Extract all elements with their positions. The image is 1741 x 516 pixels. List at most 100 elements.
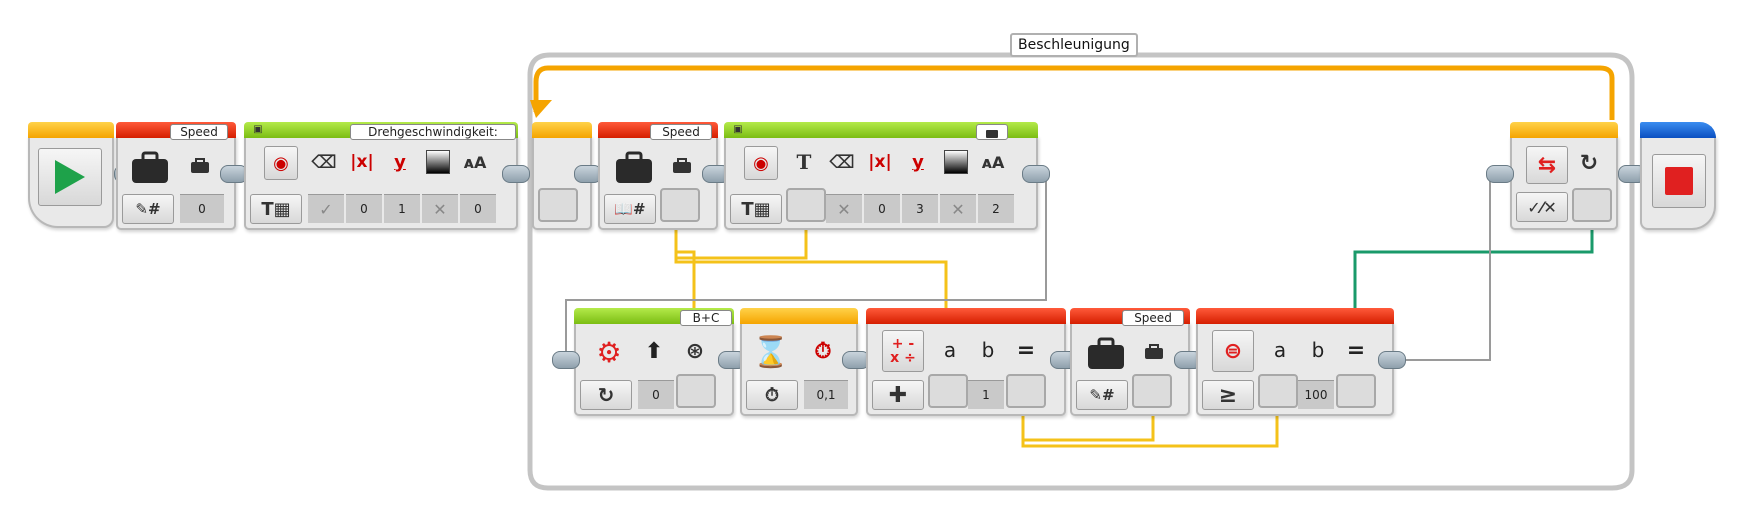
eraser-icon: ⌫ — [311, 151, 337, 173]
sequence-plug-in[interactable] — [552, 351, 580, 369]
mode-selector-add[interactable]: ✚ — [872, 380, 924, 410]
compare-icon[interactable]: ⊜ — [1212, 330, 1254, 372]
text-icon: T — [796, 150, 812, 174]
mode-selector[interactable]: ⏱ — [746, 380, 798, 410]
font-size-icon: ᴀA — [463, 152, 487, 172]
value-input[interactable]: 0 — [180, 194, 224, 223]
briefcase-icon — [130, 150, 170, 186]
steering-input[interactable]: 0 — [638, 380, 674, 409]
motor-ports[interactable]: B+C — [680, 310, 732, 326]
briefcase-icon — [614, 150, 654, 186]
display-block-1[interactable]: ▣ Drehgeschwindigkeit: ◉ ⌫ |x| y ᴀA T▦ ✓… — [244, 122, 530, 230]
briefcase-icon — [1086, 336, 1126, 372]
color-input[interactable]: ✕ — [422, 194, 458, 223]
start-block[interactable] — [28, 122, 142, 228]
mode-selector[interactable]: 📖# — [604, 194, 656, 224]
y-coordinate-icon: y — [912, 151, 924, 173]
logic-mode-selector[interactable]: ✓⁄✕ — [1516, 192, 1568, 222]
font-size-icon: ᴀA — [981, 152, 1005, 172]
sequence-plug-in[interactable] — [1486, 165, 1514, 183]
rotation-icon: ⊛ — [685, 338, 705, 364]
display-port-icon: ▣ — [733, 123, 743, 135]
loop-label[interactable]: Beschleunigung — [1010, 33, 1138, 57]
hourglass-icon: ⌛ — [752, 334, 790, 370]
display-block-2[interactable]: ▣ ◉ T ⌫ |x| y ᴀA T▦ ✕ 0 3 ✕ 2 — [724, 122, 1050, 230]
input-b-label: b — [1311, 338, 1325, 362]
mode-selector[interactable]: ✎# — [122, 194, 174, 224]
variable-block-speed-2[interactable]: Speed 📖# — [598, 122, 730, 230]
variable-name[interactable]: Speed — [170, 124, 228, 140]
input-b-label: b — [981, 338, 995, 362]
sequence-plug-out[interactable] — [1378, 351, 1406, 369]
input-a-label: a — [1273, 338, 1287, 362]
value-input[interactable] — [1132, 374, 1172, 408]
math-ops-icon[interactable]: + - x ÷ — [882, 330, 924, 372]
sequence-plug[interactable] — [502, 165, 530, 183]
font-input[interactable]: 2 — [978, 194, 1014, 223]
value-output[interactable] — [660, 188, 700, 222]
input-b[interactable]: 100 — [1298, 380, 1334, 409]
eraser-icon: ⌫ — [829, 151, 855, 173]
input-a-label: a — [943, 338, 957, 362]
briefcase-small-icon — [670, 156, 694, 176]
loop-mode-icon[interactable]: ⇆ — [1526, 146, 1568, 184]
wait-block[interactable]: ⌛ ⏱ ⏱ 0,1 — [740, 308, 870, 416]
input-a[interactable] — [1258, 374, 1298, 408]
briefcase-small-icon — [1142, 342, 1166, 362]
briefcase-small-icon — [986, 130, 998, 138]
result-output[interactable] — [1006, 374, 1046, 408]
mode-selector[interactable]: ✎# — [1076, 380, 1128, 410]
mode-selector[interactable]: ↻ — [580, 380, 632, 410]
display-text[interactable]: Drehgeschwindigkeit: — [350, 124, 516, 140]
loop-condition-block[interactable]: ⇆ ↻ ✓⁄✕ — [1486, 122, 1646, 230]
mode-selector-greater-equal[interactable]: ≥ — [1202, 380, 1254, 410]
motor-steering-icon: ⚙ — [596, 335, 622, 369]
y-coordinate-icon: y — [394, 151, 406, 173]
condition-input[interactable] — [1572, 188, 1612, 222]
display-target-icon[interactable]: ◉ — [264, 146, 298, 180]
display-port-icon: ▣ — [253, 123, 263, 135]
seconds-input[interactable]: 0,1 — [804, 380, 848, 409]
result-output[interactable] — [1336, 374, 1376, 408]
clear-screen-input[interactable]: ✕ — [826, 194, 862, 223]
loop-refresh-icon: ↻ — [1579, 150, 1599, 176]
input-a[interactable] — [928, 374, 968, 408]
play-icon — [55, 160, 85, 194]
loop-index-output[interactable] — [538, 188, 578, 222]
x-coordinate-icon: |x| — [868, 152, 892, 172]
mode-selector[interactable]: T▦ — [250, 194, 302, 224]
variable-block-speed-1[interactable]: Speed ✎# 0 — [116, 122, 248, 230]
input-b[interactable]: 1 — [968, 380, 1004, 409]
color-icon — [944, 150, 968, 174]
power-input[interactable] — [676, 374, 716, 408]
display-target-icon[interactable]: ◉ — [744, 146, 778, 180]
color-icon — [426, 150, 450, 174]
move-steering-block[interactable]: B+C ⚙ ⬆ ⊛ ↻ 0 — [552, 308, 746, 416]
stop-button[interactable] — [1652, 154, 1706, 208]
compare-block[interactable]: ⊜ a b = ≥ 100 — [1196, 308, 1406, 416]
y-input[interactable]: 1 — [384, 194, 420, 223]
variable-name[interactable]: Speed — [650, 124, 712, 140]
x-coordinate-icon: |x| — [350, 152, 374, 172]
sequence-plug[interactable] — [1022, 165, 1050, 183]
arrow-up-icon: ⬆ — [644, 338, 664, 364]
font-input[interactable]: 0 — [460, 194, 496, 223]
mode-selector[interactable]: T▦ — [730, 194, 782, 224]
y-input[interactable]: 3 — [902, 194, 938, 223]
color-input[interactable]: ✕ — [940, 194, 976, 223]
start-button[interactable] — [38, 148, 102, 206]
loop-start[interactable] — [532, 122, 602, 230]
math-block[interactable]: + - x ÷ a b = ✚ 1 — [866, 308, 1078, 416]
variable-name[interactable]: Speed — [1122, 310, 1184, 326]
text-input[interactable] — [786, 188, 826, 222]
x-input[interactable]: 0 — [346, 194, 382, 223]
result-label: = — [1346, 337, 1366, 363]
display-text-input[interactable] — [976, 124, 1008, 140]
clear-screen-check[interactable]: ✓ — [308, 194, 344, 223]
stop-block[interactable] — [1640, 122, 1716, 230]
timer-icon: ⏱ — [814, 338, 832, 364]
x-input[interactable]: 0 — [864, 194, 900, 223]
variable-block-speed-3[interactable]: Speed ✎# — [1070, 308, 1202, 416]
